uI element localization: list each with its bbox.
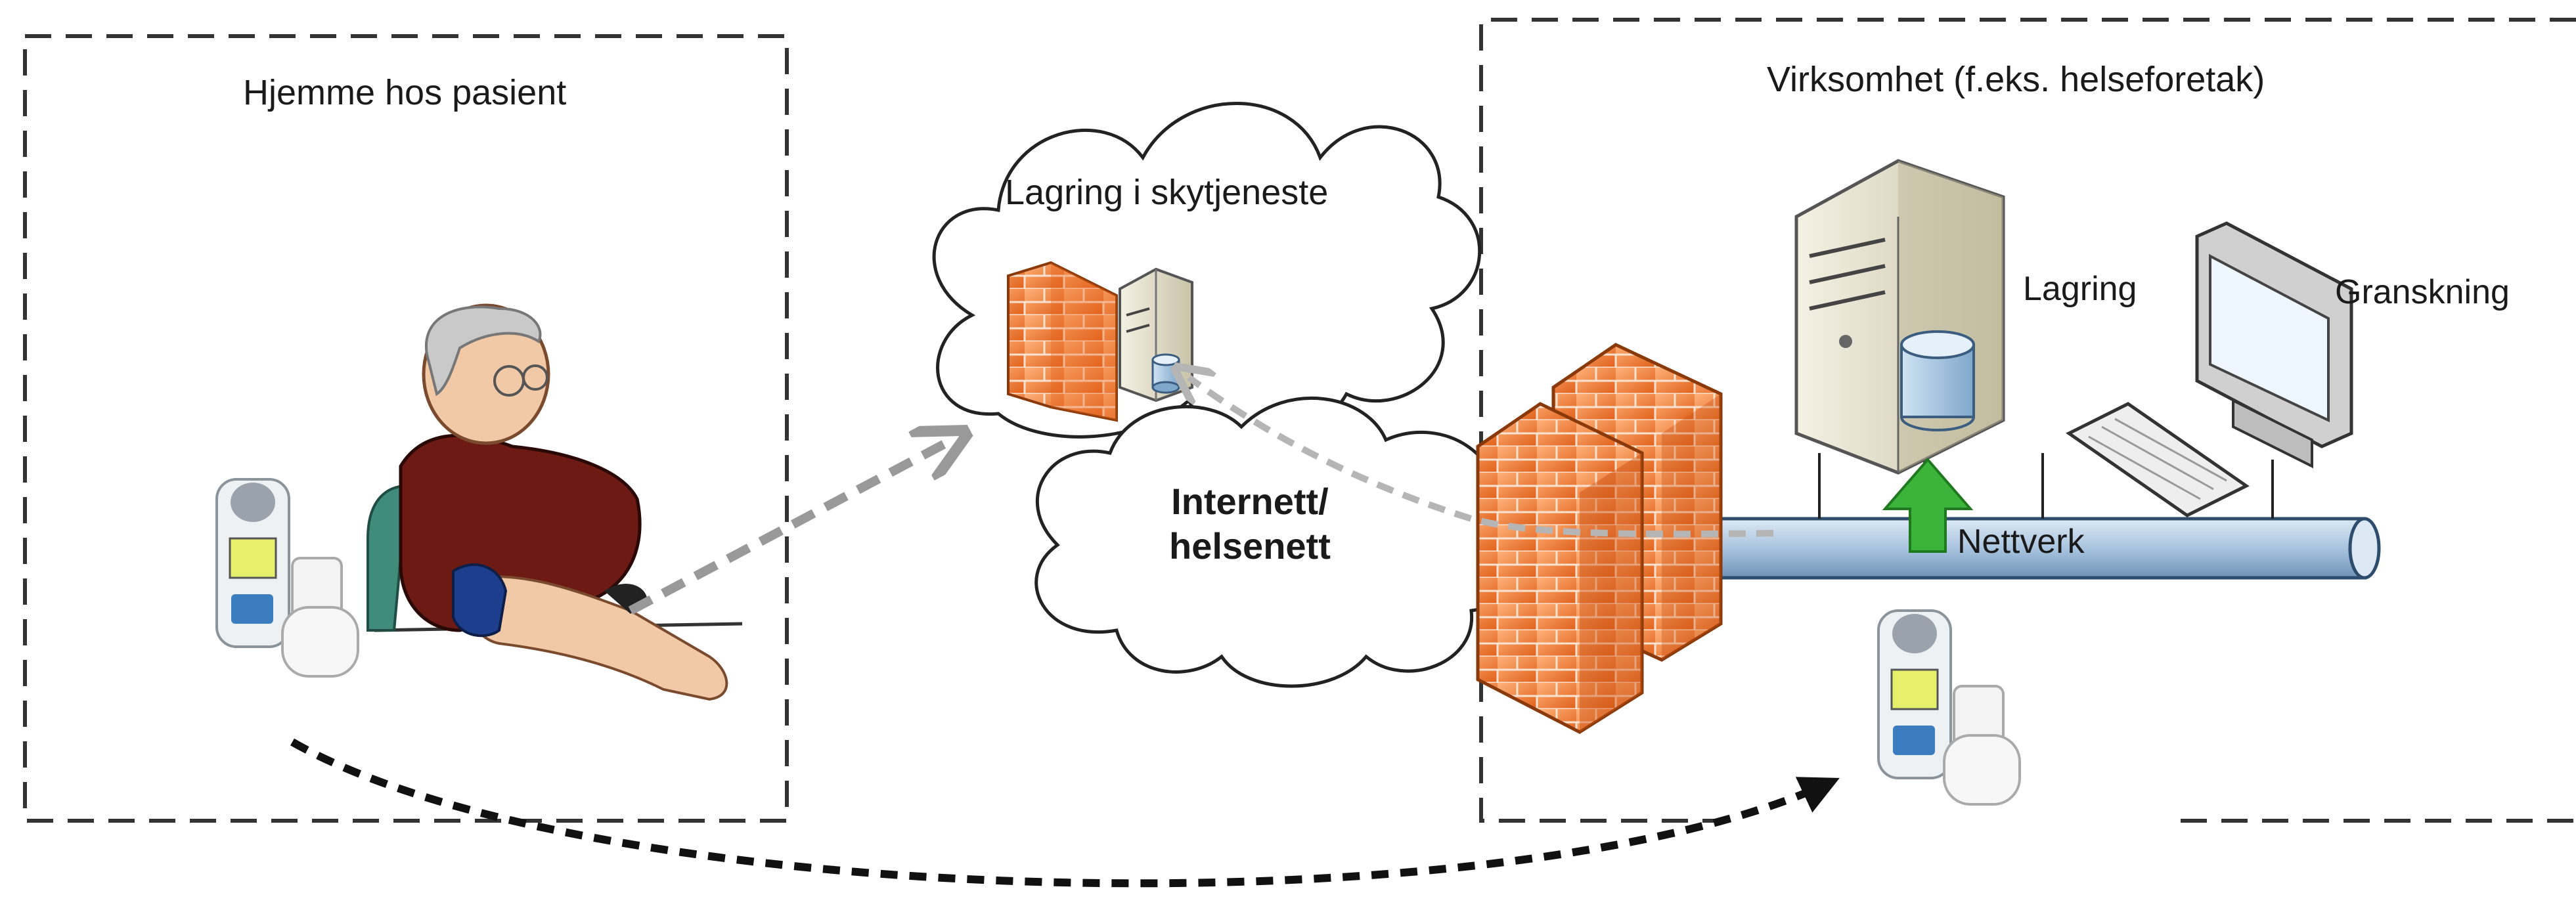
internet-label-line1: Internett/ xyxy=(1171,481,1329,522)
upload-arrow-icon xyxy=(1882,457,1974,553)
internet-label-line2: helsenett xyxy=(1169,525,1331,567)
network-label: Nettverk xyxy=(1957,523,2085,561)
workstation-icon xyxy=(2195,221,2353,469)
org-spirometer-icon xyxy=(1877,609,2021,806)
storage-label: Lagring xyxy=(2023,270,2137,308)
cloud-region-label: Lagring i skytjeneste xyxy=(1005,173,1329,212)
cloud-database-icon xyxy=(1151,353,1180,394)
keyboard-icon xyxy=(2066,402,2250,517)
cloud-firewall-icon xyxy=(1007,261,1118,422)
home-to-org-arrow xyxy=(290,738,1840,888)
patient-figure xyxy=(366,303,743,701)
network-pipe xyxy=(1679,517,2381,580)
storage-database-icon xyxy=(1900,330,1975,431)
home-spirometer-icon xyxy=(215,478,359,678)
storage-server-icon xyxy=(1794,159,2005,475)
upload-to-cloud-arrow xyxy=(628,443,946,615)
cloud-to-org-arrow xyxy=(1189,378,1774,538)
org-region-label: Virksomhet (f.eks. helseforetak) xyxy=(1767,60,2265,99)
review-label: Granskning xyxy=(2335,273,2510,311)
internet-cloud xyxy=(1034,396,1521,688)
org-firewall-icon xyxy=(1476,343,1723,734)
home-region-label: Hjemme hos pasient xyxy=(243,73,567,112)
home-region-border xyxy=(23,34,789,823)
internet-label: Internett/ helsenett xyxy=(1169,479,1331,569)
org-region-border xyxy=(1479,18,2576,823)
